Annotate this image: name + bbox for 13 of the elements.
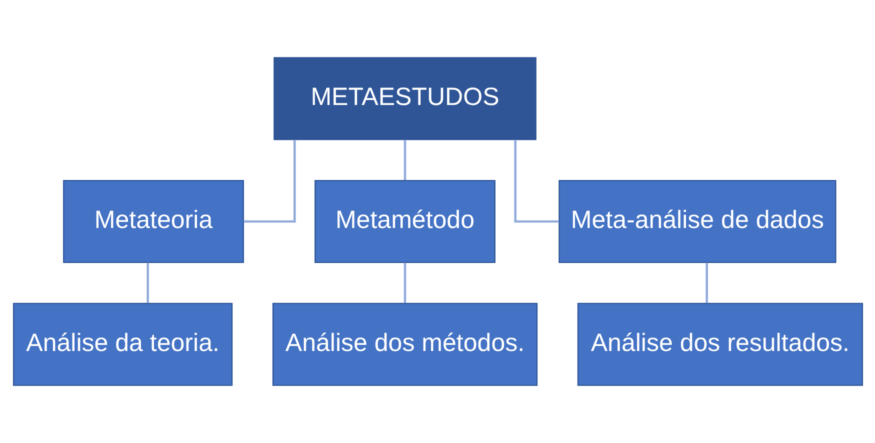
node-box: Análise dos resultados. <box>576 302 863 386</box>
connector <box>146 262 148 304</box>
connector <box>243 140 296 223</box>
connector <box>403 262 406 304</box>
node-box: METAESTUDOS <box>273 57 536 140</box>
connector <box>403 140 406 180</box>
node-box: Meta-análise de dados <box>558 180 836 264</box>
node-box: Metateoria <box>62 180 244 264</box>
node-box: Metamétodo <box>314 180 495 264</box>
connector <box>514 140 558 223</box>
connector <box>705 262 708 304</box>
node-box: Análise da teoria. <box>12 302 232 386</box>
node-box: Análise dos métodos. <box>272 302 538 386</box>
